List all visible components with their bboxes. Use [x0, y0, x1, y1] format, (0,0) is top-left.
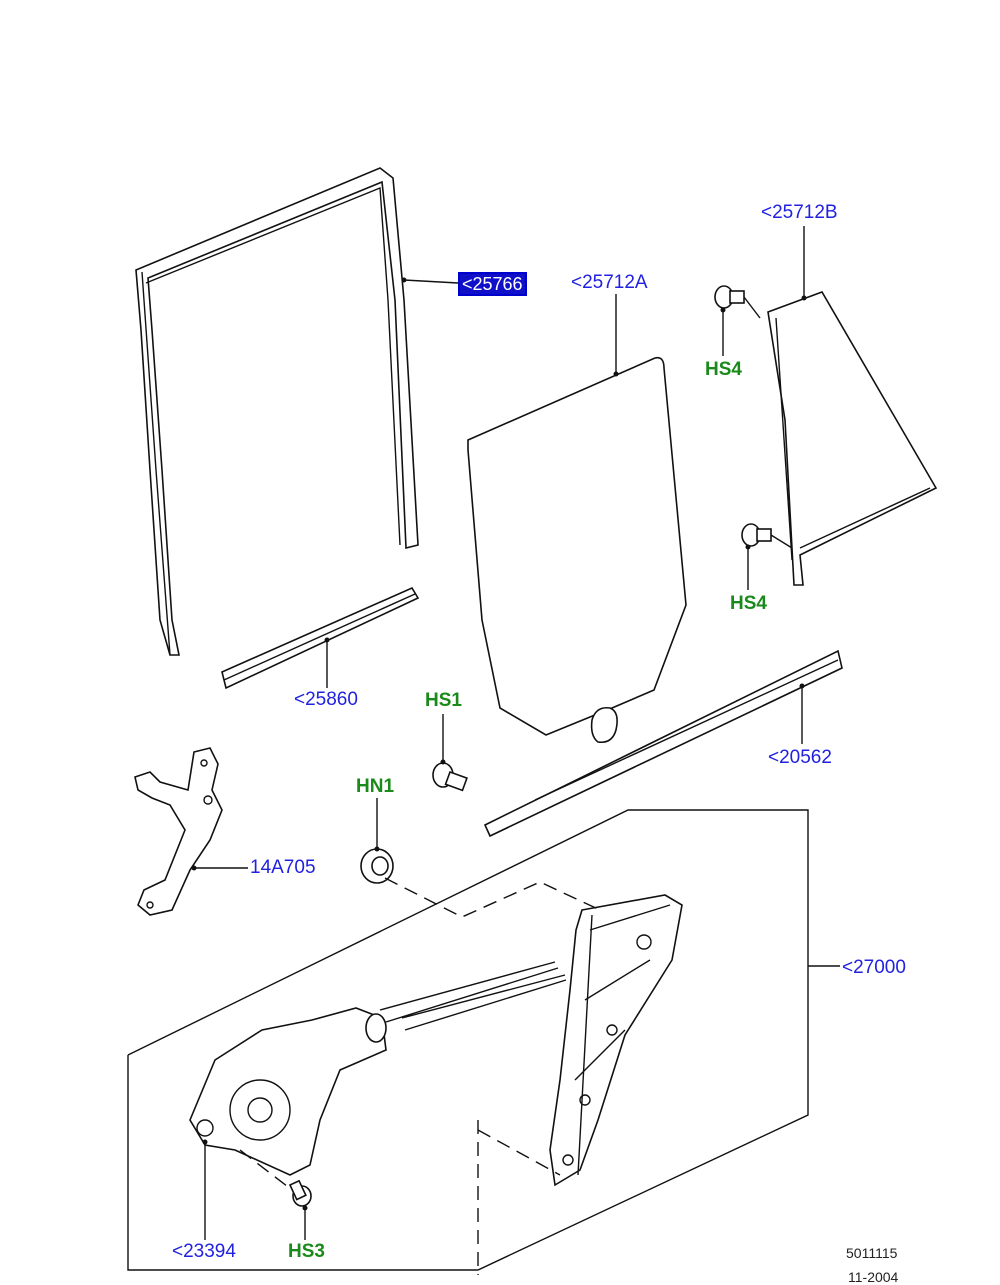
- rear-door-glass[interactable]: [467, 356, 687, 744]
- callout-23394[interactable]: <23394: [172, 1241, 236, 1262]
- callout-hs1[interactable]: HS1: [425, 690, 462, 711]
- fastener-centerline-motor-screw: [239, 1149, 293, 1191]
- callout-25712b[interactable]: <25712B: [761, 202, 838, 223]
- motor-projection-lines: [379, 961, 567, 1031]
- regulator-assembly-outline: [127, 809, 809, 1271]
- leader-lines: [191, 226, 840, 1240]
- inner-belt-weatherstrip[interactable]: [221, 586, 420, 690]
- callout-14a705[interactable]: 14A705: [250, 857, 316, 878]
- callout-hn1[interactable]: HN1: [356, 776, 395, 797]
- outer-belt-weatherstrip[interactable]: [483, 649, 843, 838]
- callout-25860[interactable]: <25860: [294, 689, 358, 710]
- callout-20562[interactable]: <20562: [768, 747, 832, 768]
- fastener-centerline-hs3: [477, 1129, 561, 1176]
- fastener-centerline-hn1: [384, 877, 601, 918]
- callout-hs3[interactable]: HS3: [288, 1241, 325, 1262]
- drawing-date: 11-2004: [848, 1269, 899, 1285]
- screw-hs3[interactable]: [288, 1179, 312, 1207]
- screw-hs4-top[interactable]: [714, 285, 761, 319]
- callout-25766[interactable]: <25766: [458, 272, 527, 296]
- glass-run-channel[interactable]: [135, 167, 419, 656]
- screw-hs4-bottom[interactable]: [741, 523, 793, 549]
- callout-27000[interactable]: <27000: [842, 957, 906, 978]
- window-regulator[interactable]: [549, 894, 683, 1187]
- quarter-glass[interactable]: [767, 291, 938, 586]
- nut-hn1[interactable]: [360, 848, 394, 884]
- screw-hs1[interactable]: [432, 762, 468, 792]
- regulator-motor[interactable]: [189, 1007, 387, 1176]
- callout-hs4-top[interactable]: HS4: [705, 359, 742, 380]
- drawing-number: 5011115: [846, 1245, 898, 1261]
- regulator-bracket[interactable]: [134, 747, 223, 916]
- callout-hs4-bottom[interactable]: HS4: [730, 593, 767, 614]
- callout-25712a[interactable]: <25712A: [571, 272, 648, 293]
